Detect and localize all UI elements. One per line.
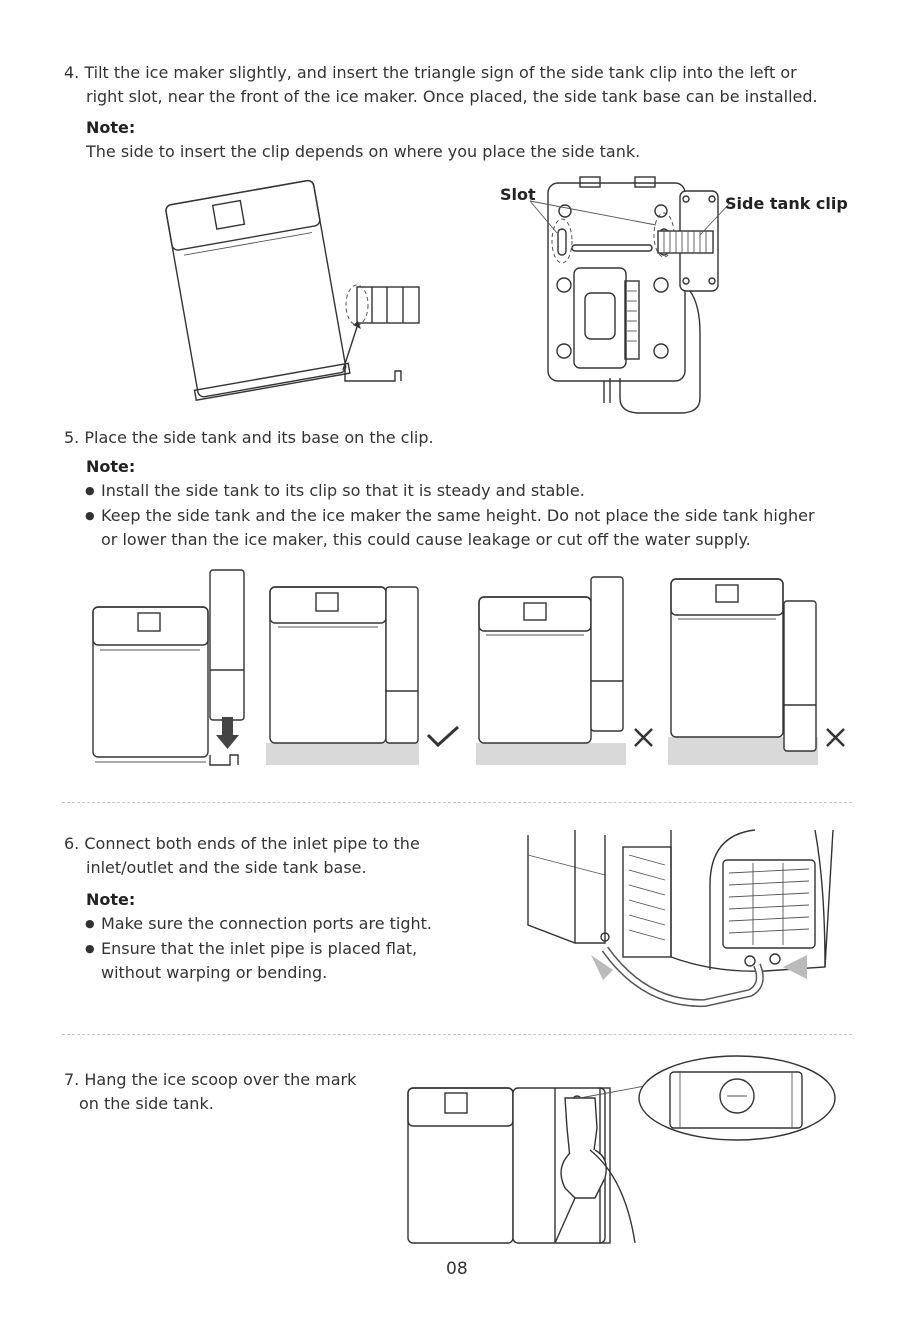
step5-bullet2-line1: Keep the side tank and the ice maker the… [101, 505, 815, 527]
slot-label: Slot [500, 184, 536, 206]
check-icon [428, 727, 458, 745]
step7-line1: 7. Hang the ice scoop over the mark [64, 1069, 356, 1091]
step6-line2: inlet/outlet and the side tank base. [86, 857, 367, 879]
step5-bullet1: Install the side tank to its clip so tha… [101, 480, 585, 502]
step6-bullet2-line2: without warping or bending. [101, 962, 327, 984]
tilted-ice-maker-illustration [165, 175, 425, 400]
step5-note-label: Note: [86, 456, 135, 478]
placement-illustrations [60, 565, 860, 770]
down-arrow-icon [216, 717, 239, 749]
page-number: 08 [446, 1258, 468, 1280]
cross-icon [827, 729, 844, 746]
side-tank-clip-label: Side tank clip [725, 193, 848, 215]
section-divider [62, 802, 852, 803]
step4-note-text: The side to insert the clip depends on w… [86, 141, 640, 163]
step4-line1: 4. Tilt the ice maker slightly, and inse… [64, 62, 797, 84]
ice-scoop-illustration [405, 1058, 840, 1243]
step5-bullet2-line2: or lower than the ice maker, this could … [101, 529, 751, 551]
step6-line1: 6. Connect both ends of the inlet pipe t… [64, 833, 420, 855]
step7-line2: on the side tank. [79, 1093, 214, 1115]
step5-line1: 5. Place the side tank and its base on t… [64, 427, 434, 449]
cross-icon [635, 729, 652, 746]
step6-bullet2-line1: Ensure that the inlet pipe is placed fla… [101, 938, 417, 960]
side-tank-clip [346, 285, 419, 325]
inlet-pipe-illustration [525, 825, 840, 1015]
section-divider [62, 1034, 852, 1035]
bottom-view-illustration [540, 173, 730, 408]
step4-note-label: Note: [86, 117, 135, 139]
step6-note-label: Note: [86, 889, 135, 911]
step4-line2: right slot, near the front of the ice ma… [86, 86, 818, 108]
step6-bullet1: Make sure the connection ports are tight… [101, 913, 432, 935]
